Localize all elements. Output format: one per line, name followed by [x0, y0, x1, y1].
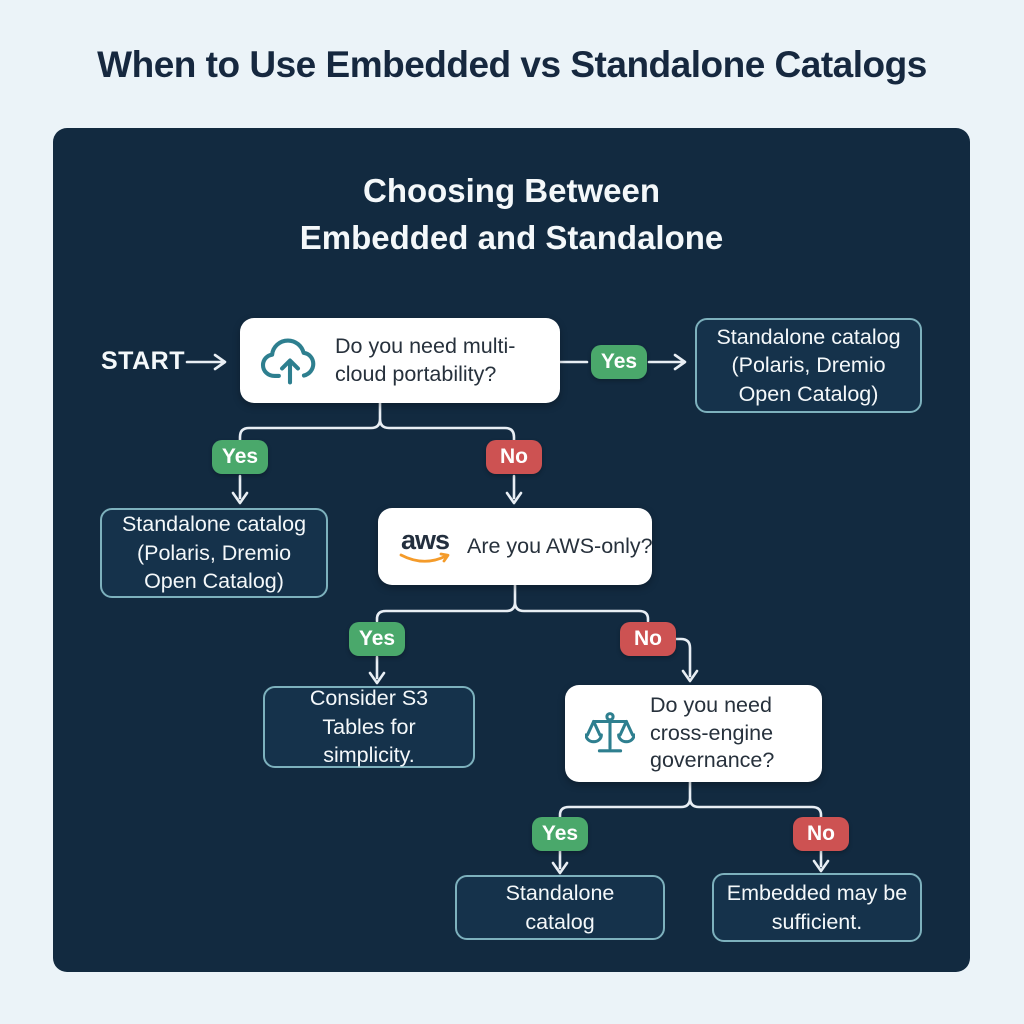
- badge-no-branch1: No: [486, 440, 542, 474]
- outcome-card-standalone-right: Standalone catalog (Polaris, Dremio Open…: [695, 318, 922, 413]
- panel-title-line2: Embedded and Standalone: [299, 218, 724, 256]
- badge-no-branch2: No: [620, 622, 676, 656]
- badge-yes-branch2: Yes: [349, 622, 405, 656]
- badge-yes-multicloud: Yes: [591, 345, 647, 379]
- aws-smile-icon: [399, 552, 450, 563]
- decision-card-aws: aws Are you AWS-only?: [378, 508, 653, 585]
- cloud-upload-icon: [260, 334, 320, 388]
- aws-logo-icon: aws: [398, 524, 452, 567]
- decision-card-governance: Do you need cross-engine governance?: [565, 685, 822, 782]
- badge-yes-branch1: Yes: [212, 440, 268, 474]
- outcome-card-standalone-left: Standalone catalog (Polaris, Dremio Open…: [100, 508, 328, 598]
- decision-card-multicloud: Do you need multi-cloud portability?: [240, 318, 560, 403]
- outcome-card-s3-tables: Consider S3 Tables for simplicity.: [263, 686, 475, 768]
- question-governance: Do you need cross-engine governance?: [650, 693, 775, 773]
- outcome-card-standalone-short: Standalone catalog: [455, 875, 665, 940]
- flow-panel: Choosing Between Embedded and Standalone…: [53, 128, 970, 972]
- scales-icon: [585, 708, 635, 760]
- aws-logo-text: aws: [400, 524, 450, 555]
- outcome-card-embedded: Embedded may be sufficient.: [712, 873, 922, 942]
- page-title: When to Use Embedded vs Standalone Catal…: [97, 44, 927, 85]
- panel-title-line1: Choosing Between: [362, 172, 661, 209]
- question-aws: Are you AWS-only?: [467, 533, 653, 558]
- badge-no-branch3: No: [793, 817, 849, 851]
- question-multicloud: Do you need multi-cloud portability?: [335, 333, 516, 386]
- badge-yes-branch3: Yes: [532, 817, 588, 851]
- start-label: START: [101, 347, 185, 375]
- panel-title: Choosing Between Embedded and Standalone: [53, 168, 970, 262]
